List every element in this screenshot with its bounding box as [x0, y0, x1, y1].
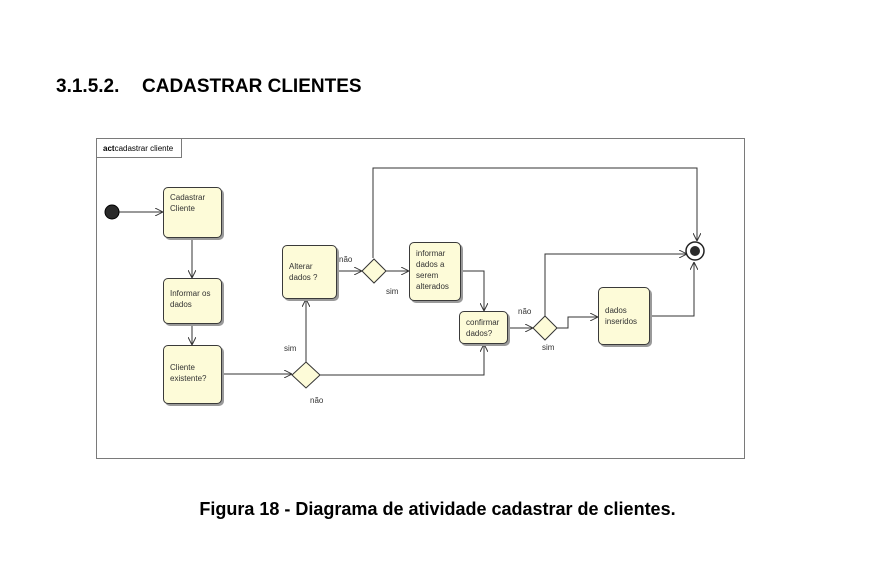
node-cadastrar-cliente: Cadastrar Cliente — [163, 187, 222, 238]
decision-diamond-existente — [291, 361, 321, 389]
frame-name: cadastrar cliente — [114, 144, 174, 153]
frame-keyword: act — [103, 144, 115, 153]
final-node-inner — [690, 246, 700, 256]
node-informar-dados-label: Informar os dados — [170, 289, 211, 309]
node-dados-inseridos: dados inseridos — [598, 287, 650, 345]
edge-alterados-confirmar — [461, 270, 484, 311]
node-informar-alterados-label: informar dados a serem alterados — [416, 249, 449, 291]
node-cadastrar-cliente-label: Cadastrar Cliente — [170, 193, 206, 213]
activity-diagram-frame: actcadastrar cliente — [96, 138, 745, 459]
node-alterar-dados-label: Alterar dados ? — [289, 262, 318, 282]
section-heading: 3.1.5.2. CADASTRAR CLIENTES — [56, 76, 362, 98]
node-cliente-existente-label: Cliente existente? — [170, 363, 207, 383]
label-d1-sim: sim — [284, 344, 297, 353]
decision-diamond-confirmar — [532, 315, 558, 341]
node-dados-inseridos-label: dados inseridos — [605, 306, 638, 326]
section-title: CADASTRAR CLIENTES — [142, 76, 362, 97]
frame-tab: actcadastrar cliente — [97, 139, 183, 158]
node-alterar-dados: Alterar dados ? — [282, 245, 337, 299]
label-d3-sim: sim — [542, 343, 555, 352]
figure-caption: Figura 18 - Diagrama de atividade cadast… — [199, 499, 676, 519]
label-d2-sim: sim — [386, 287, 399, 296]
label-d1-nao: não — [310, 396, 324, 405]
edge-d1-confirmar — [320, 344, 484, 376]
initial-node — [104, 204, 120, 220]
edge-d3-inseridos — [557, 317, 598, 329]
node-cliente-existente: Cliente existente? — [163, 345, 222, 404]
decision-diamond-alterar — [361, 258, 387, 284]
label-d2-nao: não — [339, 255, 353, 264]
node-informar-alterados: informar dados a serem alterados — [409, 242, 461, 301]
edge-d2-end — [372, 167, 697, 258]
node-informar-dados: Informar os dados — [163, 278, 222, 324]
node-confirmar-dados: confirmar dados? — [459, 311, 508, 344]
node-confirmar-dados-label: confirmar dados? — [466, 318, 500, 338]
section-number: 3.1.5.2. — [56, 76, 120, 97]
label-d3-nao: não — [518, 307, 532, 316]
edge-inseridos-end — [650, 262, 694, 317]
edge-d3-end — [544, 254, 687, 316]
